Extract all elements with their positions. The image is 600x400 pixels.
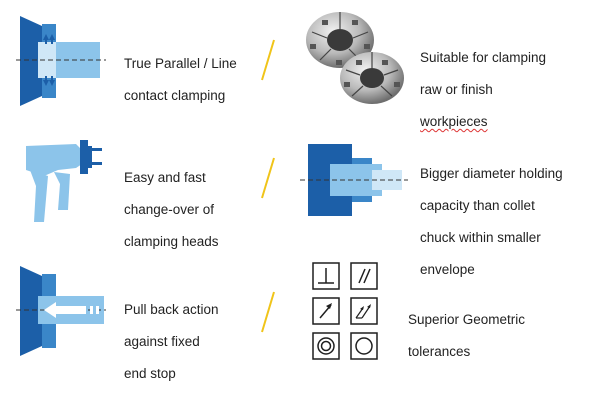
- parallel-clamp-diagram-icon: [16, 16, 106, 106]
- feature-2-right-text: Bigger diameter holding capacity than co…: [420, 166, 563, 277]
- geometric-tolerance-symbols-icon: [312, 262, 382, 360]
- pull-back-diagram-icon: [16, 266, 106, 356]
- total-runout-symbol-icon: [350, 297, 378, 325]
- clamping-heads-photo-icon: [306, 12, 404, 104]
- feature-3-left-text: Pull back action against fixed end stop: [124, 302, 219, 381]
- circularity-symbol-icon: [350, 332, 378, 360]
- parallelism-symbol-icon: [350, 262, 378, 290]
- feature-1-right-text: Suitable for clamping raw or finish work…: [420, 50, 547, 129]
- circular-runout-symbol-icon: [312, 297, 340, 325]
- divider-slash: [261, 157, 275, 199]
- perpendicularity-symbol-icon: [312, 262, 340, 290]
- feature-3-right-text: Superior Geometric tolerances: [408, 312, 526, 359]
- feature-2-left-text: Easy and fast change-over of clamping he…: [124, 170, 219, 249]
- chuck-capacity-diagram-icon: [300, 144, 408, 216]
- change-over-tool-icon: [26, 140, 102, 222]
- concentricity-symbol-icon: [312, 332, 340, 360]
- feature-1-left-text: True Parallel / Line contact clamping: [124, 56, 237, 103]
- divider-slash: [261, 291, 275, 333]
- divider-slash: [261, 39, 275, 81]
